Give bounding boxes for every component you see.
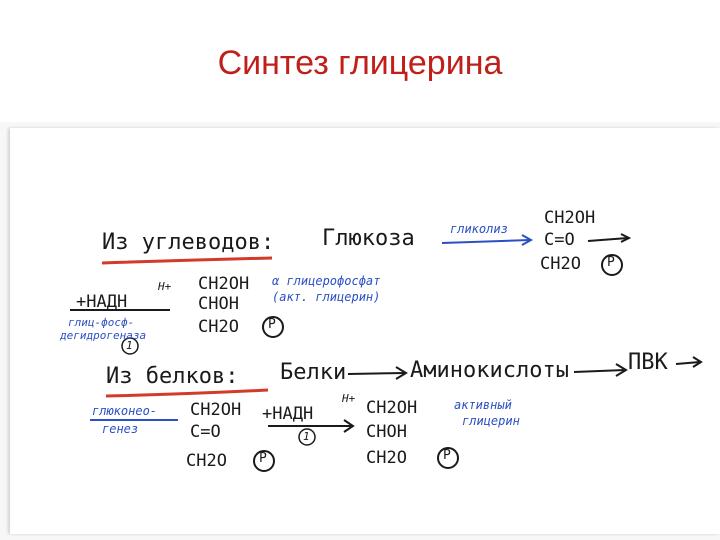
carbs-cofactor-h: Н+ xyxy=(158,280,172,293)
proteins-dhap-1: CH2OH xyxy=(190,400,242,420)
proteins-product-1: CH2OH xyxy=(366,398,418,418)
carbs-dhap-1: CH2OH xyxy=(544,208,596,228)
proteins-heading-underline xyxy=(105,388,269,398)
proteins-product-2: CHOH xyxy=(366,422,407,442)
carbs-product-2: CHOH xyxy=(198,294,239,314)
carbs-product-label-2: (акт. глицерин) xyxy=(272,290,381,304)
paper-sheet: Из углеводов: Глюкоза гликолиз CH2OH C=O… xyxy=(10,128,720,534)
diagram-strokes xyxy=(70,233,703,472)
proteins-dhap-3: CH2O xyxy=(186,451,227,471)
glycolysis-arrow xyxy=(441,239,531,244)
enzyme-num-circle-1 xyxy=(121,337,139,355)
carbs-cofactor: +НАДН xyxy=(76,292,128,312)
chain-arrow-2 xyxy=(573,369,626,373)
handwritten-diagram-photo: Из углеводов: Глюкоза гликолиз CH2OH C=O… xyxy=(0,122,720,540)
carbs-dhap-3: CH2O xyxy=(540,254,581,274)
proteins-cofactor: +НАДН xyxy=(262,404,314,424)
carbs-product-phosphate: P xyxy=(268,317,276,332)
carbs-enzyme-num: 1 xyxy=(126,339,133,352)
phosphate-circle-2 xyxy=(262,316,284,338)
phosphate-circle-1 xyxy=(601,254,623,276)
proteins-dhap-phosphate: P xyxy=(259,451,267,466)
carbs-arrow-label: гликолиз xyxy=(450,222,508,236)
carbs-dhap-2: C=O xyxy=(544,230,575,250)
carbs-product-3: CH2O xyxy=(198,317,239,337)
carbs-heading: Из углеводов: xyxy=(102,230,275,255)
carbs-dhap-phosphate: P xyxy=(607,255,615,270)
proteins-chain-3: ПВК xyxy=(628,350,668,375)
carbs-dhap-arrow xyxy=(587,237,629,242)
slide-title: Синтез глицерина xyxy=(217,44,503,82)
proteins-dhap-2: C=O xyxy=(190,422,221,442)
enzyme-num-circle-2 xyxy=(298,428,316,446)
proteins-chain-1: Белки xyxy=(280,360,347,385)
proteins-product-label-1: активный xyxy=(454,398,512,412)
phosphate-circle-3 xyxy=(253,450,275,472)
proteins-cofactor-h: Н+ xyxy=(342,392,356,405)
carbs-enzyme-2: дегидрогеназа xyxy=(60,329,147,342)
proteins-chain-2: Аминокислоты xyxy=(410,358,569,383)
proteins-heading: Из белков: xyxy=(106,364,239,389)
carbs-source: Глюкоза xyxy=(322,226,415,251)
proteins-enzyme-num: 1 xyxy=(303,430,310,443)
chain-arrow-3 xyxy=(675,361,701,365)
chain-arrow-1 xyxy=(347,372,406,375)
phosphate-circle-4 xyxy=(437,447,459,469)
carbs-product-label-1: α глицерофосфат xyxy=(272,274,381,288)
proteins-product-phosphate: P xyxy=(443,448,451,463)
proteins-product-label-2: глицерин xyxy=(462,414,520,428)
proteins-process-1: глюконео- xyxy=(92,404,158,418)
carbs-product-1: CH2OH xyxy=(198,274,250,294)
proteins-process-2: генез xyxy=(102,422,139,436)
carbs-enzyme-1: глиц-фосф- xyxy=(68,316,135,329)
proteins-product-3: CH2O xyxy=(366,448,407,468)
carbs-heading-underline xyxy=(101,256,273,265)
